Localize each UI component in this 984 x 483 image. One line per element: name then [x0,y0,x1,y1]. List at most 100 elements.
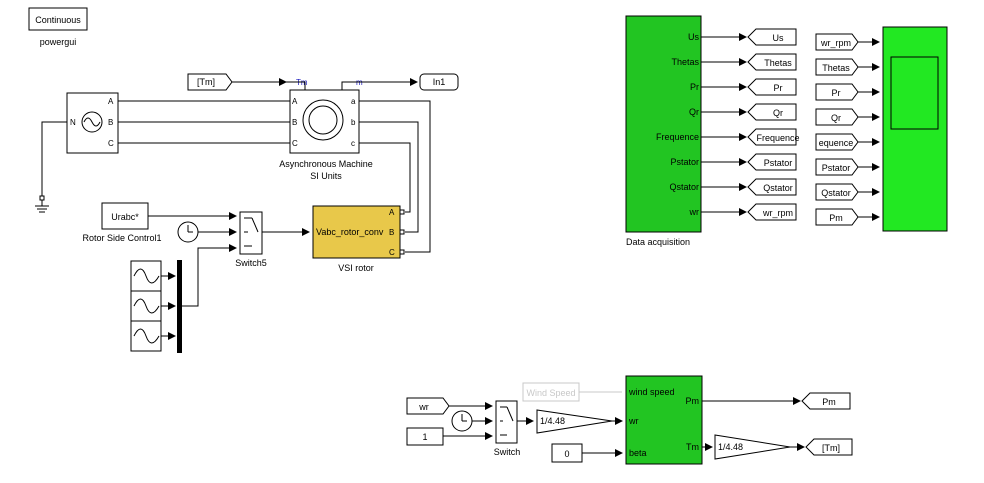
in1-label: In1 [433,77,446,87]
stator-wires [118,100,290,144]
sine-wires [161,272,176,340]
daq-output-4: Frequence [656,132,699,142]
gain-in-block[interactable]: 1/4.48 [536,409,613,434]
vsi-port-terminals [399,209,405,255]
ac-source-icon [81,111,103,133]
beta-constant-block[interactable]: 0 [551,443,583,463]
in1-outport[interactable]: In1 [419,73,459,91]
vsi-port-c: C [389,248,395,257]
wind-turbine-block[interactable]: wind speed wr beta Pm Tm [625,375,703,465]
ground-icon [35,200,49,213]
goto-tag-0[interactable]: Us [747,28,797,46]
machine-port-b-in: B [292,118,297,127]
tm-goto-label: [Tm] [822,443,840,453]
goto-label-0: Us [773,33,784,43]
scope-from-tag-0[interactable]: wr_rpm [815,33,859,51]
daq-output-6: Qstator [669,182,699,192]
wind-speed-block[interactable]: Wind Speed [522,382,580,402]
wind-turbine-out-tm: Tm [686,442,699,452]
goto-label-4: Frequence [756,133,799,143]
urabc-constant-block[interactable]: Urabc* [101,202,149,230]
scope-from-label-0: wr_rpm [820,38,851,48]
wr-from-label: wr [418,402,429,412]
goto-label-1: Thetas [764,58,792,68]
scope-from-label-7: Pm [829,213,843,223]
scope-screen-icon [890,56,939,130]
scope-from-tag-1[interactable]: Thetas [815,58,859,76]
scope-from-tag-4[interactable]: equence [815,133,859,151]
data-acquisition-block[interactable] [625,15,702,233]
source-port-n: N [70,118,76,127]
vsi-rotor-block[interactable]: Vabc_rotor_conv A B C [312,205,401,259]
pm-goto-tag[interactable]: Pm [801,392,851,410]
gain-out-block[interactable]: 1/4.48 [714,434,791,460]
vsi-rotor-name: VSI rotor [338,263,374,273]
ground-wiring [39,121,67,201]
powergui-block[interactable]: Continuous [28,7,88,31]
tm-goto-tag[interactable]: [Tm] [805,438,853,456]
machine-port-a-in: A [292,97,298,106]
source-port-c: C [108,139,114,148]
vsi-port-b: B [389,228,394,237]
scope-from-tag-5[interactable]: Pstator [815,158,859,176]
mux-block[interactable] [177,260,182,353]
scope-from-tag-6[interactable]: Qstator [815,183,859,201]
scope-from-tag-7[interactable]: Pm [815,208,859,226]
clock-block[interactable] [177,221,199,243]
vsi-port-a: A [389,208,395,217]
scope-from-label-6: Qstator [821,188,851,198]
source-port-a: A [108,97,114,106]
machine-port-a-out: a [351,97,356,106]
machine-port-c-in: C [292,139,298,148]
switch5-block[interactable] [239,211,263,255]
asynchronous-machine-block[interactable]: A B C a b c [289,89,360,154]
three-phase-source-block[interactable]: N A B C [66,92,119,154]
sine-wave-blocks[interactable] [130,260,162,352]
machine-port-b-out: b [351,118,356,127]
machine-port-c-out: c [351,139,355,148]
scope-from-label-3: Qr [831,113,841,123]
mux-wire [182,244,237,307]
goto-label-6: Qstator [763,183,793,193]
switch-name: Switch [494,447,521,457]
wr-from-tag[interactable]: wr [406,397,450,415]
constant-one-label: 1 [422,432,427,442]
goto-label-2: Pr [774,83,783,93]
goto-tag-6[interactable]: Qstator [747,178,797,196]
gain-in-label: 1/4.48 [540,416,565,426]
goto-tag-5[interactable]: Pstator [747,153,797,171]
scope-from-label-4: equence [819,138,854,148]
daq-output-5: Pstator [670,157,699,167]
switch-block[interactable] [495,400,518,444]
tm-from-tag[interactable]: [Tm] [187,73,233,91]
goto-tag-3[interactable]: Qr [747,103,797,121]
goto-tag-1[interactable]: Thetas [747,53,797,71]
wind-turbine-in-wind-speed: wind speed [628,387,675,397]
powergui-name: powergui [40,37,77,47]
daq-output-7: wr [689,207,700,217]
constant-one-block[interactable]: 1 [406,427,444,446]
daq-output-3: Qr [689,107,699,117]
daq-output-0: Us [688,32,699,42]
source-port-b: B [108,118,113,127]
powergui-block-label: Continuous [35,15,81,25]
m-wire [341,78,418,90]
scope-from-tag-2[interactable]: Pr [815,83,859,101]
wind-speed-label: Wind Speed [526,388,575,398]
beta-constant-label: 0 [564,449,569,459]
scope-block[interactable] [882,26,948,232]
rotor-side-control-name: Rotor Side Control1 [82,233,161,243]
goto-tag-7[interactable]: wr_rpm [747,203,797,221]
clock2-block[interactable] [451,410,473,432]
goto-label-3: Qr [773,108,783,118]
scope-from-tag-3[interactable]: Qr [815,108,859,126]
goto-tag-2[interactable]: Pr [747,78,797,96]
vsi-input-label: Vabc_rotor_conv [316,227,384,237]
sine-wave-icon [83,117,101,127]
scope-from-label-2: Pr [832,88,841,98]
tm-from-label: [Tm] [197,77,215,87]
goto-tag-4[interactable]: Frequence [747,128,800,146]
